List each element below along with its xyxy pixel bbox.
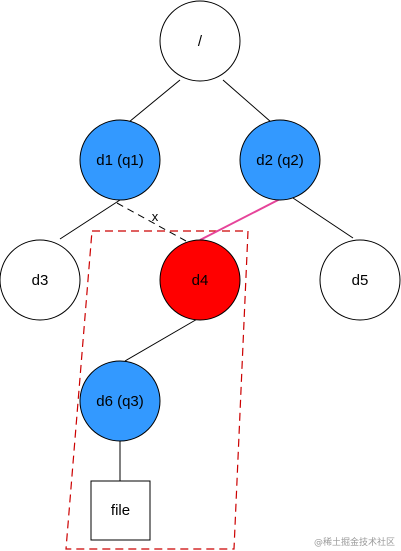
watermark-text: @稀土掘金技术社区 xyxy=(313,538,395,548)
node-file: file xyxy=(90,480,151,541)
node-d5: d5 xyxy=(319,239,401,321)
node-d6: d6 (q3) xyxy=(79,360,161,442)
node-d2-label: d2 (q2) xyxy=(256,152,304,169)
dashed-subtree-box xyxy=(65,230,249,550)
node-file-box xyxy=(90,480,151,541)
edge-d2-d4-highlight xyxy=(199,198,281,241)
node-file-label: file xyxy=(111,502,130,519)
edge-root-d1 xyxy=(128,79,181,123)
node-d4-circle xyxy=(159,239,241,321)
node-d2: d2 (q2) xyxy=(239,119,321,201)
node-d4-label: d4 xyxy=(192,272,209,289)
node-d4: d4 xyxy=(159,239,241,321)
node-d3-circle xyxy=(0,239,81,321)
edge-d2-d5 xyxy=(292,197,354,239)
node-d1-circle xyxy=(79,119,161,201)
node-d2-circle xyxy=(239,119,321,201)
node-d6-label: d6 (q3) xyxy=(96,393,144,410)
edge-label-x: x xyxy=(152,209,159,224)
edge-d1-d3 xyxy=(59,199,121,240)
node-d1-label: d1 (q1) xyxy=(96,152,144,169)
node-d5-label: d5 xyxy=(352,272,369,289)
edge-root-d2 xyxy=(222,79,272,123)
node-d5-circle xyxy=(319,239,401,321)
node-d1: d1 (q1) xyxy=(79,119,161,201)
node-d3: d3 xyxy=(0,239,81,321)
edge-d4-d6 xyxy=(124,317,200,362)
node-d6-circle xyxy=(79,360,161,442)
edges xyxy=(59,79,354,481)
edge-d1-d4-dashed xyxy=(116,202,187,242)
node-root-label: / xyxy=(198,33,203,50)
node-root: / xyxy=(159,0,241,82)
node-d3-label: d3 xyxy=(32,272,49,289)
node-root-circle xyxy=(159,0,241,82)
